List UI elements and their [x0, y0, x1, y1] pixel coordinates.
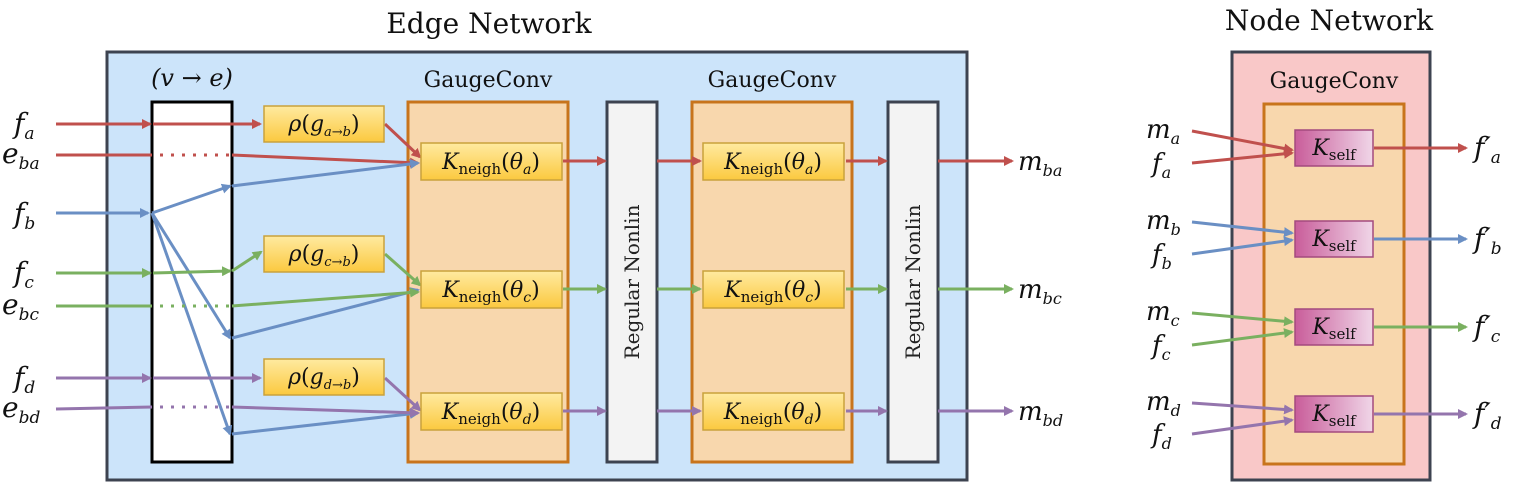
- input-label-fb: fb: [12, 197, 35, 234]
- input-label-eba: eba: [2, 137, 40, 174]
- kneigh-box-c-2: Kneigh(θc): [702, 270, 845, 309]
- arrow-fc-to-rho: [231, 250, 263, 273]
- node-input-mb: mb: [1146, 206, 1181, 239]
- rho-box-c: ρ(gc→b): [263, 235, 385, 273]
- output-label-mbc: mbc: [1018, 275, 1062, 308]
- node-gauge-conv-label: GaugeConv: [1270, 69, 1399, 94]
- regular-nonlin-box-2: [886, 100, 940, 464]
- arrow-fb-bot-to-k: [231, 408, 420, 436]
- svg-text:ρ(ga→b): ρ(ga→b): [287, 112, 359, 140]
- arrow-node-md-in: [1191, 401, 1294, 415]
- svg-text:Kneigh(θc): Kneigh(θc): [441, 278, 539, 306]
- node-output-fa: f′a: [1472, 131, 1501, 168]
- arrow-fb-to-mid: [150, 212, 232, 340]
- edge-network-title: Edge Network: [386, 7, 592, 40]
- node-input-ma: ma: [1146, 115, 1180, 148]
- gauge-conv-label-1: GaugeConv: [424, 68, 553, 93]
- arrow-node-mb-in: [1191, 220, 1294, 238]
- arrow-node-fb-in: [1191, 236, 1294, 256]
- arrow-node-fd-in: [1191, 416, 1294, 436]
- arrow-fb-to-top: [151, 183, 232, 215]
- kself-box-c: Kself: [1294, 308, 1374, 346]
- kneigh-box-c-1: Kneigh(θc): [420, 270, 563, 309]
- node-output-fd: f′d: [1472, 397, 1502, 434]
- kneigh-box-d-2: Kneigh(θd): [702, 392, 845, 431]
- regular-nonlin-label-2: Regular Nonlin: [901, 204, 925, 359]
- rho-box-a: ρ(ga→b): [263, 105, 385, 143]
- kneigh-box-a-2: Kneigh(θa): [702, 142, 845, 181]
- svg-text:ρ(gd→b): ρ(gd→b): [287, 365, 360, 393]
- kself-box-a: Kself: [1294, 129, 1374, 167]
- arrow-ebd-to-k: [231, 405, 420, 418]
- arrow-eba-to-k: [231, 153, 420, 168]
- node-input-fa: fa: [1150, 149, 1171, 182]
- regular-nonlin-box-1: [605, 100, 659, 464]
- kself-box-b: Kself: [1294, 220, 1374, 258]
- arrow-rho-a-to-k: [383, 122, 422, 159]
- v-to-e-label: (v → e): [151, 64, 233, 92]
- node-input-md: md: [1146, 387, 1181, 420]
- rho-box-d: ρ(gd→b): [263, 358, 385, 396]
- svg-text:Kself: Kself: [1311, 315, 1357, 343]
- node-input-fd: fd: [1150, 420, 1172, 453]
- node-input-fc: fc: [1150, 331, 1171, 364]
- node-output-fc: f′c: [1472, 310, 1501, 347]
- svg-text:Kself: Kself: [1311, 136, 1357, 164]
- gauge-conv-label-2: GaugeConv: [708, 68, 837, 93]
- arrow-rho-d-to-k: [383, 376, 422, 412]
- svg-text:Kself: Kself: [1311, 402, 1357, 430]
- input-label-ebc: ebc: [2, 288, 39, 325]
- arrow-node-ma-in: [1191, 129, 1294, 154]
- node-network-title: Node Network: [1225, 4, 1434, 37]
- arrow-ebd-in: [55, 405, 153, 411]
- svg-text:Kneigh(θd): Kneigh(θd): [723, 400, 822, 428]
- node-input-mc: mc: [1146, 297, 1180, 330]
- svg-text:ρ(gc→b): ρ(gc→b): [288, 242, 360, 270]
- node-input-fb: fb: [1150, 240, 1172, 273]
- kself-box-d: Kself: [1294, 395, 1374, 433]
- output-label-mba: mba: [1018, 147, 1062, 180]
- regular-nonlin-label-1: Regular Nonlin: [620, 204, 644, 359]
- arrow-fb-top-to-k: [231, 159, 420, 188]
- input-label-ebd: ebd: [2, 391, 40, 428]
- svg-text:Kneigh(θd): Kneigh(θd): [441, 400, 540, 428]
- arrow-fc-through: [152, 266, 232, 277]
- kneigh-box-a-1: Kneigh(θa): [420, 142, 563, 181]
- arrow-fb-to-bot: [150, 212, 233, 436]
- arrow-node-fa-in: [1191, 148, 1294, 165]
- arrow-fb-mid-to-k: [231, 287, 420, 340]
- svg-text:Kneigh(θc): Kneigh(θc): [723, 278, 821, 306]
- svg-text:Kneigh(θa): Kneigh(θa): [441, 150, 540, 178]
- svg-text:Kneigh(θa): Kneigh(θa): [723, 150, 822, 178]
- arrow-node-mc-in: [1191, 311, 1294, 327]
- arrow-rho-c-to-k: [384, 252, 422, 287]
- arrow-node-fc-in: [1191, 328, 1294, 347]
- output-label-mbd: mbd: [1018, 397, 1063, 430]
- node-output-fb: f′b: [1472, 222, 1502, 259]
- kneigh-box-d-1: Kneigh(θd): [420, 392, 563, 431]
- svg-text:Kself: Kself: [1311, 227, 1357, 255]
- arrow-ebc-to-k: [231, 287, 420, 308]
